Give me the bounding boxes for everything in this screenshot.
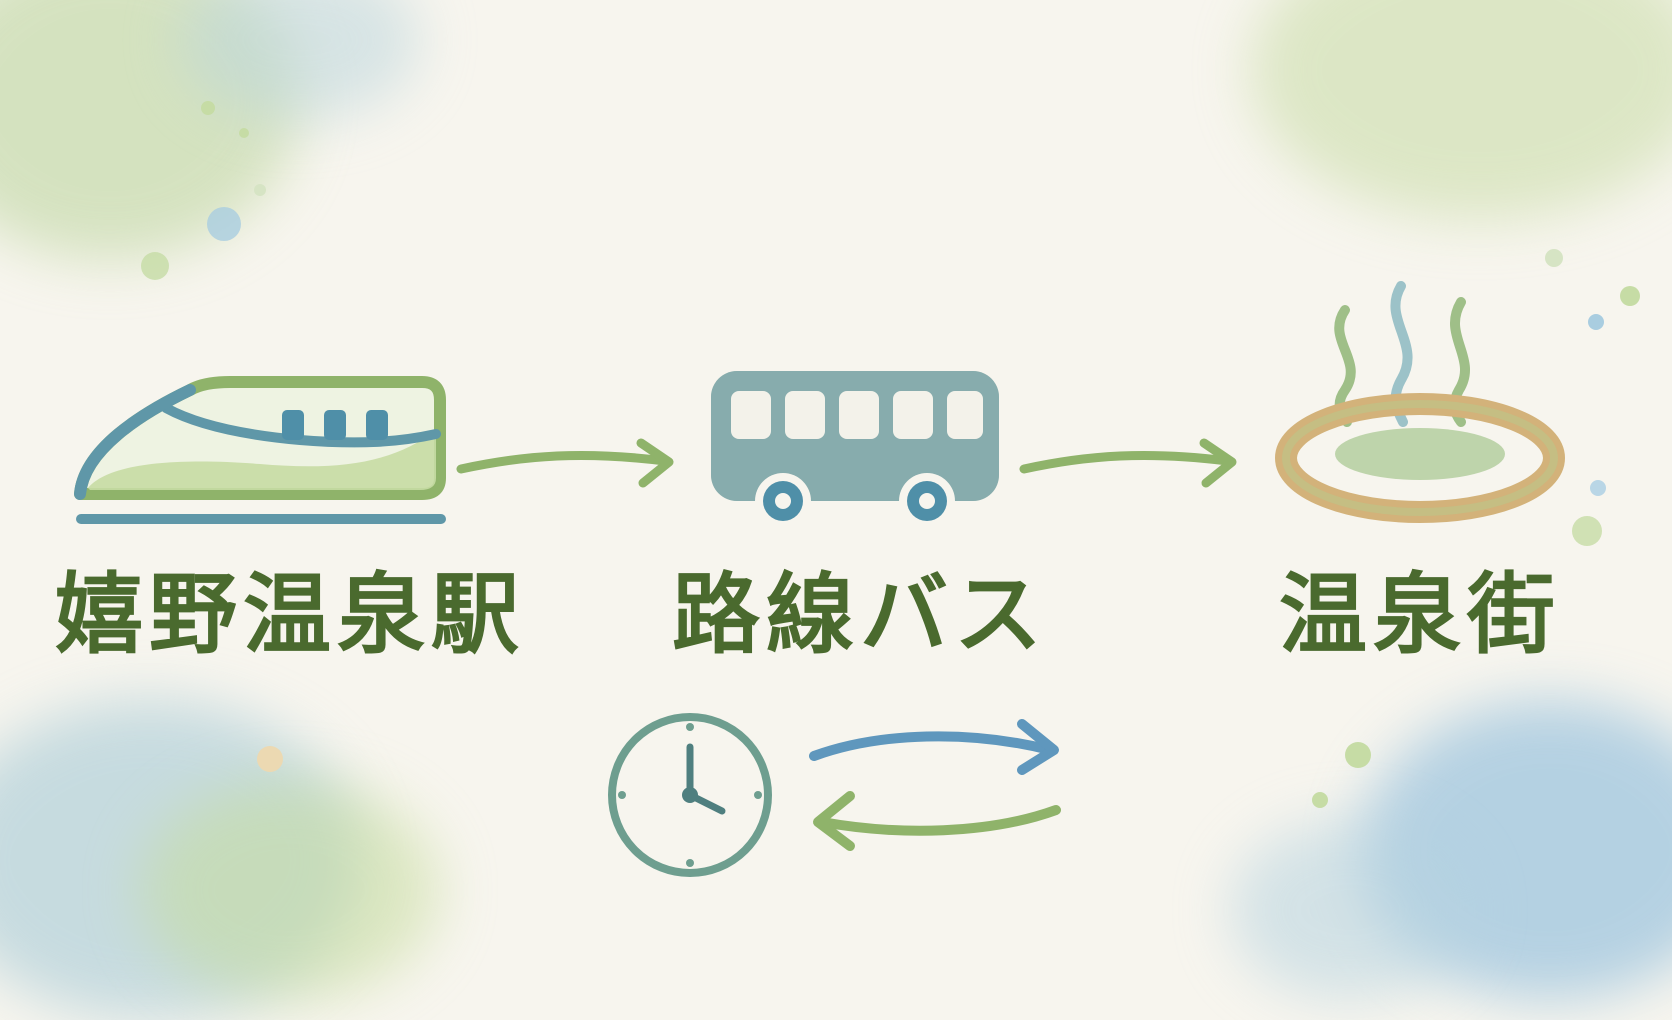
bus-window [839, 391, 879, 439]
hot-spring-icon [1275, 281, 1565, 523]
decorative-dots [141, 101, 1640, 808]
bus-window [893, 391, 933, 439]
track-line [76, 514, 446, 524]
bus-icon [711, 371, 999, 529]
arrow-right-icon [809, 731, 1055, 761]
bus-window [785, 391, 825, 439]
step-label-station: 嬉野温泉駅 [54, 563, 525, 666]
train-window [366, 410, 388, 440]
bus-window [731, 391, 771, 439]
round-trip-arrows [809, 719, 1061, 851]
step-label-town: 温泉街 [1278, 563, 1561, 666]
arrow-right-icon [456, 438, 674, 488]
arrow-right-icon [1019, 438, 1237, 488]
bullet-train-icon [74, 376, 446, 524]
clock-icon [608, 713, 772, 877]
arrow-left-icon [817, 805, 1061, 836]
bus-window [947, 391, 983, 439]
train-window [282, 410, 304, 440]
train-window [324, 410, 346, 440]
step-label-bus: 路線バス [671, 563, 1048, 666]
